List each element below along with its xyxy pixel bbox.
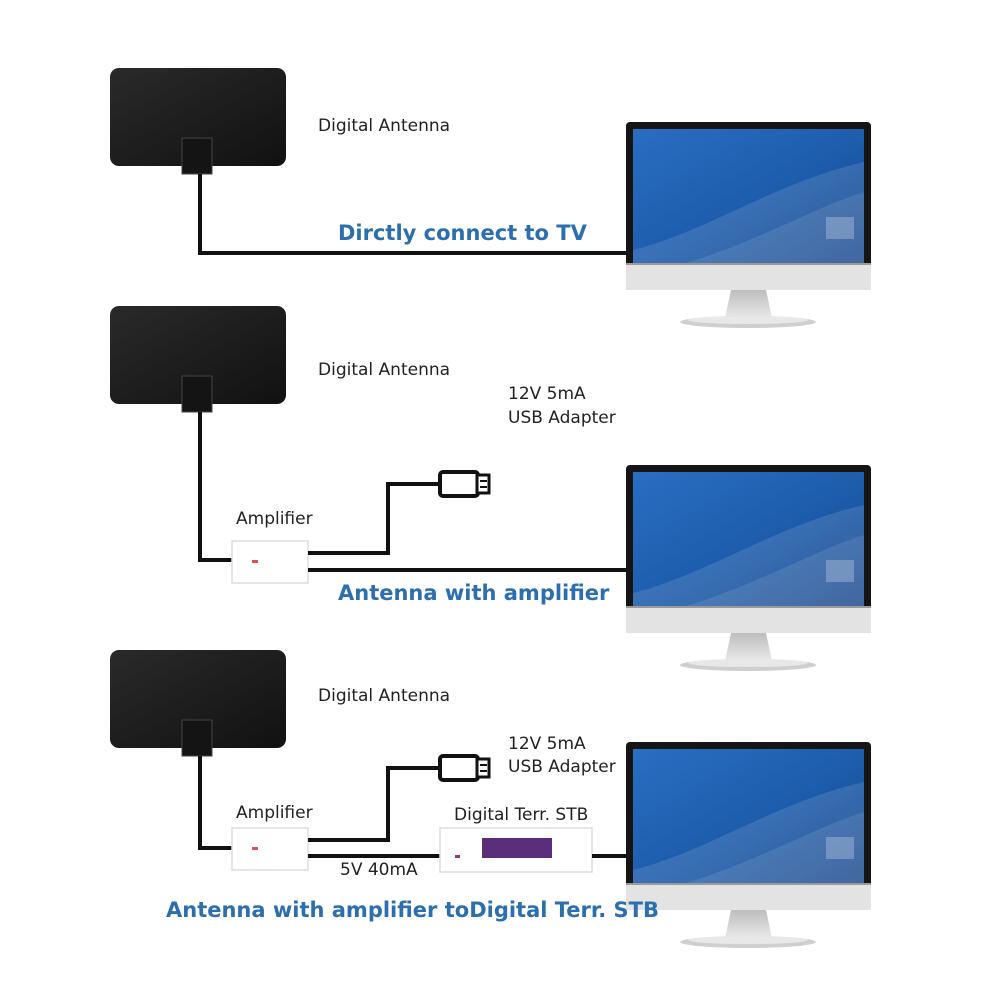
- adapter-label-line2: USB Adapter: [508, 408, 616, 428]
- set-top-box-icon: [439, 827, 593, 873]
- coax-cable: [198, 756, 232, 850]
- antenna-label: Digital Antenna: [318, 360, 451, 380]
- stb-label: Digital Terr. STB: [454, 805, 589, 825]
- caption-amplifier: Antenna with amplifier: [338, 581, 610, 605]
- usb-plug-icon: [438, 470, 491, 498]
- antenna-label: Digital Antenna: [318, 686, 451, 706]
- amplifier-icon: [231, 540, 309, 584]
- usb-plug-icon: [438, 754, 491, 782]
- tv-monitor-icon: [626, 122, 871, 328]
- usb-cable: [308, 766, 440, 842]
- amplifier-icon: [231, 827, 309, 871]
- adapter-label-line2: USB Adapter: [508, 757, 616, 777]
- caption-direct: Dirctly connect to TV: [338, 221, 587, 245]
- usb-cable: [308, 482, 440, 555]
- coax-cable: [198, 412, 232, 562]
- tv-monitor-icon: [626, 742, 871, 948]
- coax-cable: [198, 174, 628, 255]
- amplifier-label: Amplifier: [236, 803, 313, 823]
- tv-monitor-icon: [626, 465, 871, 671]
- adapter-label-line1: 12V 5mA: [508, 384, 586, 404]
- antenna-icon: [109, 649, 287, 757]
- antenna-label: Digital Antenna: [318, 116, 451, 136]
- antenna-icon: [109, 305, 287, 413]
- section-1: [109, 67, 871, 328]
- caption-stb: Antenna with amplifier toDigital Terr. S…: [166, 898, 660, 922]
- section-3: [109, 649, 871, 948]
- section-2: [109, 305, 871, 671]
- adapter-label-line1: 12V 5mA: [508, 734, 586, 754]
- cable-power-label: 5V 40mA: [340, 860, 418, 880]
- amplifier-label: Amplifier: [236, 509, 313, 529]
- antenna-icon: [109, 67, 287, 175]
